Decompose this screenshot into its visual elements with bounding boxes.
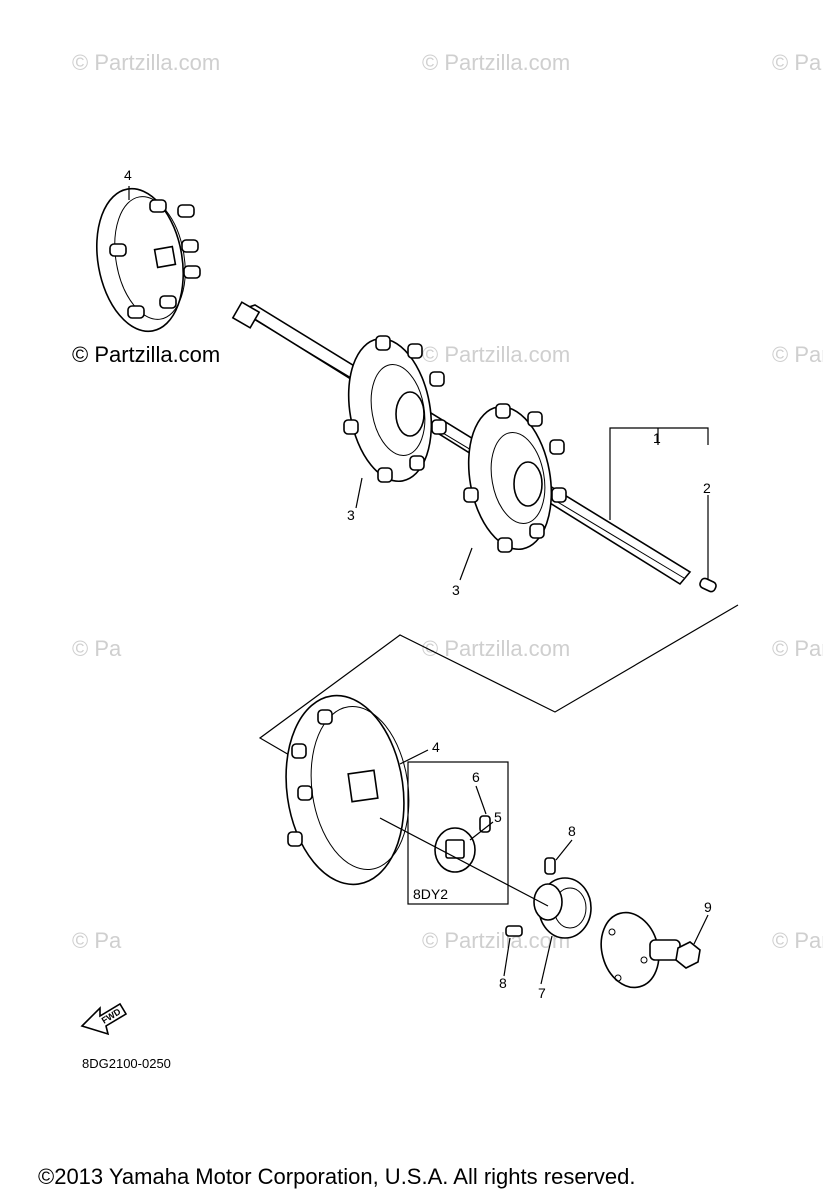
leader-lines bbox=[128, 186, 709, 985]
group-label: 8DY2 bbox=[413, 886, 448, 902]
callout-number: 3 bbox=[452, 582, 460, 598]
watermark: © Partzilla.com bbox=[422, 636, 570, 661]
watermark: © Partzilla.com bbox=[772, 928, 823, 953]
watermark-dark: © Partzilla.com bbox=[72, 342, 220, 367]
sprocket-top-left bbox=[95, 187, 201, 333]
set-screw-6 bbox=[479, 815, 491, 833]
watermark: © Pa bbox=[772, 50, 822, 75]
copyright-text: ©2013 Yamaha Motor Corporation, U.S.A. A… bbox=[38, 1164, 636, 1189]
hub-flange bbox=[600, 911, 681, 989]
fwd-arrow: FWD bbox=[80, 1002, 128, 1036]
nut bbox=[675, 941, 701, 969]
bearing-collar bbox=[434, 827, 476, 873]
set-screw-8-top bbox=[544, 857, 556, 875]
watermark: © Partzilla.com bbox=[422, 342, 570, 367]
watermark: © Partzilla.com bbox=[772, 342, 823, 367]
watermark: © Partzilla.com bbox=[72, 50, 220, 75]
callout-number: 1 bbox=[653, 430, 661, 446]
watermark: © Pa bbox=[72, 636, 122, 661]
sprocket-wheel-bottom bbox=[285, 694, 410, 886]
bearing bbox=[533, 877, 592, 939]
callout-bracket-1-2 bbox=[609, 427, 709, 580]
callout-number: 9 bbox=[704, 899, 712, 915]
callout-number: 6 bbox=[472, 769, 480, 785]
callout-number: 8 bbox=[568, 823, 576, 839]
callout-number: 4 bbox=[124, 167, 132, 183]
callout-number: 5 bbox=[494, 809, 502, 825]
watermark: © Pa bbox=[72, 928, 122, 953]
diagram-code: 8DG2100-0250 bbox=[82, 1056, 171, 1071]
set-screw-8-bottom bbox=[505, 925, 523, 937]
callout-number: 4 bbox=[432, 739, 440, 755]
sprocket-right bbox=[463, 403, 567, 553]
watermark: © Partzilla.com bbox=[772, 636, 823, 661]
shaft-plug bbox=[699, 577, 717, 593]
watermark: © Partzilla.com bbox=[422, 928, 570, 953]
reference-outline bbox=[258, 604, 739, 771]
callout-number: 8 bbox=[499, 975, 507, 991]
callout-number: 2 bbox=[703, 480, 711, 496]
callout-number: 7 bbox=[538, 985, 546, 1001]
callout-number: 3 bbox=[347, 507, 355, 523]
sprocket-left bbox=[343, 335, 447, 483]
watermark: © Partzilla.com bbox=[422, 50, 570, 75]
